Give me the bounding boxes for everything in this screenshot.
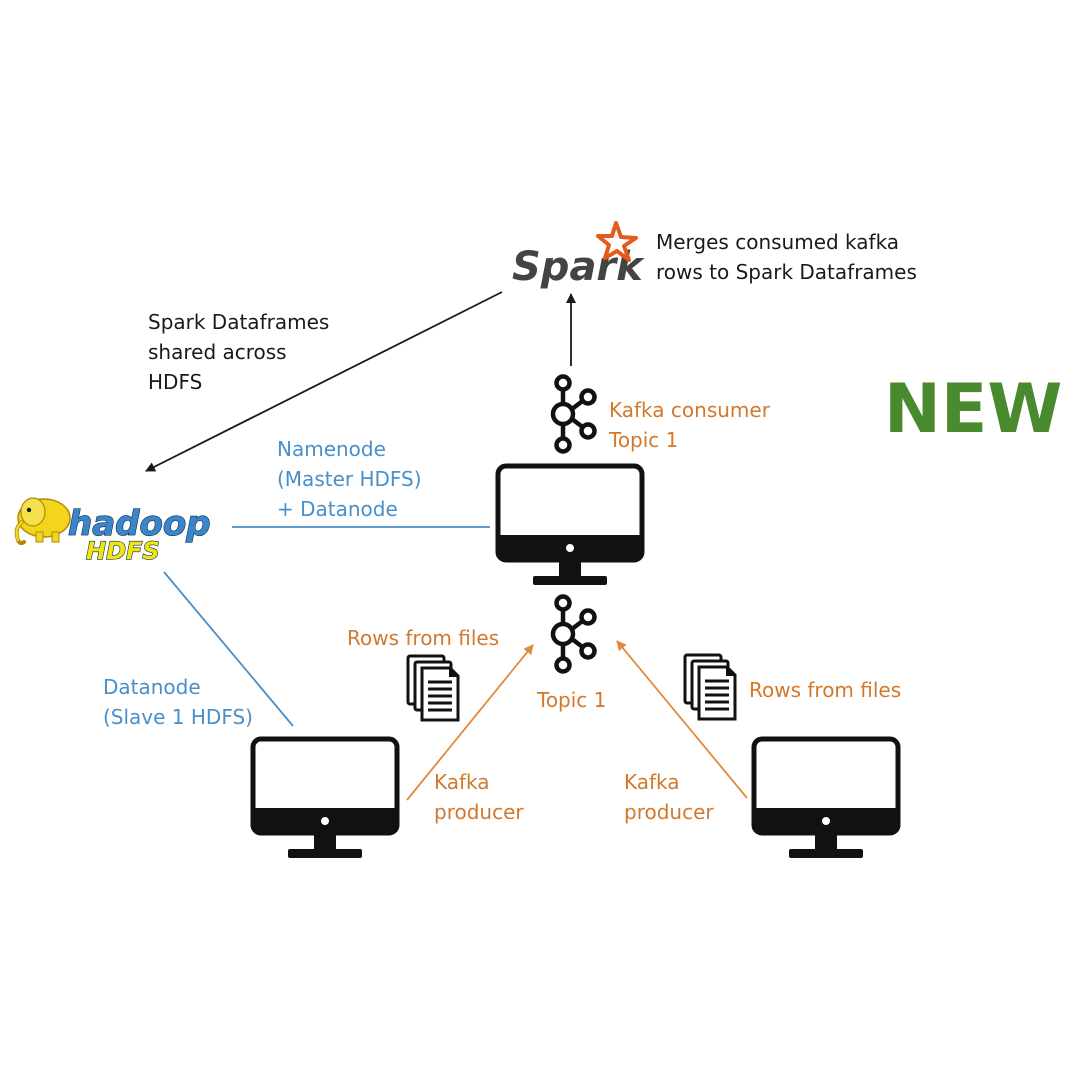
left-producer-arrow <box>406 644 534 801</box>
shared-note-line3: HDFS <box>148 370 202 394</box>
master-monitor-icon <box>498 466 642 585</box>
shared-note-line1: Spark Dataframes <box>148 310 329 334</box>
spark-note-line1: Merges consumed kafka <box>656 230 899 254</box>
spark-logo: Spark <box>512 221 645 290</box>
hdfs-to-slave-link <box>163 571 294 727</box>
kafka-topic-icon <box>553 597 595 672</box>
datanode-label-line1: Datanode <box>103 675 201 699</box>
right-producer-arrow <box>616 640 748 799</box>
producer-right-line1: Kafka <box>624 770 680 794</box>
producer-left-line2: producer <box>434 800 524 824</box>
namenode-label-line1: Namenode <box>277 437 386 461</box>
producer-right-line2: producer <box>624 800 714 824</box>
consumer-label-line1: Kafka consumer <box>609 398 771 422</box>
new-badge: NEW <box>884 370 1062 449</box>
rows-left-label: Rows from files <box>347 626 499 650</box>
hdfs-wordmark: HDFS <box>86 537 160 565</box>
namenode-label-line3: + Datanode <box>277 497 398 521</box>
hadoop-elephant-icon <box>14 497 71 546</box>
slave-monitor-icon <box>253 739 397 858</box>
producer-left-line1: Kafka <box>434 770 490 794</box>
consumer-label-line2: Topic 1 <box>608 428 678 452</box>
rows-right-label: Rows from files <box>749 678 901 702</box>
hadoop-hdfs-logo: hadoop HDFS <box>14 497 211 566</box>
shared-note-line2: shared across <box>148 340 287 364</box>
producer-monitor-icon <box>754 739 898 858</box>
kafka-consumer-icon <box>553 377 595 452</box>
spark-note-line2: rows to Spark Dataframes <box>656 260 917 284</box>
namenode-label-line2: (Master HDFS) <box>277 467 422 491</box>
documents-right-icon <box>683 653 737 721</box>
documents-left-icon <box>406 654 460 722</box>
spark-to-hdfs-arrow <box>145 291 503 472</box>
hadoop-wordmark: hadoop <box>68 504 211 544</box>
spark-star-icon <box>596 221 638 262</box>
topic-label: Topic 1 <box>536 688 606 712</box>
datanode-label-line2: (Slave 1 HDFS) <box>103 705 253 729</box>
